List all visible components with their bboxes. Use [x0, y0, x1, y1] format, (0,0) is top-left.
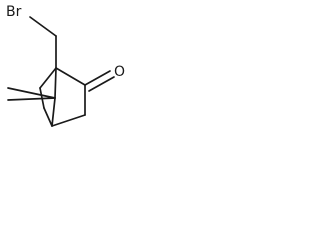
- bromine-label: Br: [6, 4, 22, 20]
- bond-c6-c1: [39, 67, 57, 89]
- skeletal-structure-diagram: Br O: [6, 4, 125, 127]
- bond-c1-c2: [55, 67, 86, 86]
- bond-ch2-br: [29, 16, 57, 37]
- carbonyl-bond-b: [88, 76, 115, 92]
- carbonyl-bond-a: [84, 70, 111, 86]
- oxygen-label: O: [114, 64, 125, 80]
- bond-c7-c4: [51, 97, 56, 127]
- bond-c3-c4: [51, 114, 86, 127]
- bond-c7-methyl-upper: [7, 87, 56, 99]
- bond-c1-c7: [54, 67, 57, 99]
- bond-c7-methyl-lower: [7, 97, 56, 101]
- bond-c4-c5: [43, 107, 53, 127]
